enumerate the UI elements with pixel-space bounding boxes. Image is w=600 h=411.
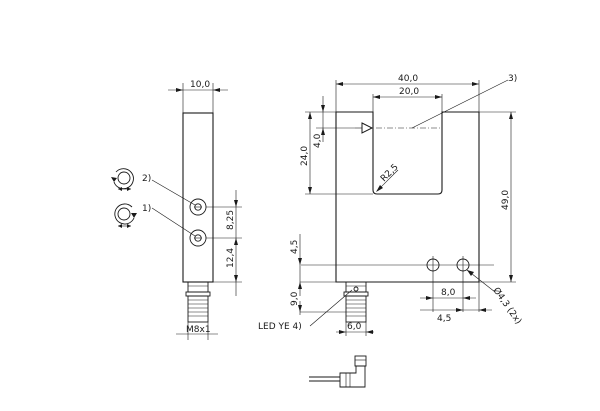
front-view: 40,0 20,0 3) 24,0 4,0 R2,5 49,0 (258, 74, 524, 336)
slot-offset-label: 4,0 (313, 133, 323, 148)
rotate-clockwise-icon (111, 168, 134, 191)
hole-edge-label: 4,5 (437, 314, 451, 324)
side-view: 10,0 8,25 12,4 2) 1) (111, 80, 242, 340)
side-dim-lower-label: 12,4 (226, 248, 236, 268)
callout-3: 3) (508, 74, 517, 84)
rotate-counterclockwise-icon (114, 203, 137, 228)
angled-connector-icon (309, 355, 367, 388)
slot-depth-label: 24,0 (300, 146, 310, 166)
slot-width-label: 20,0 (399, 87, 419, 97)
front-view-outline (335, 111, 480, 283)
top-width-label: 40,0 (398, 74, 418, 84)
front-connector (343, 281, 369, 323)
hole-offset-label: 4,5 (290, 240, 300, 254)
led-indicator (353, 286, 359, 292)
height-label: 49,0 (501, 190, 511, 210)
led-label: LED YE 4) (258, 322, 302, 332)
callout-2: 2) (142, 174, 151, 184)
bottom-offset-label: 9,0 (290, 291, 300, 306)
side-width-label: 10,0 (190, 80, 210, 90)
side-connector (185, 281, 211, 323)
connector-width-label: 6,0 (347, 322, 362, 332)
hole-spacing-label: 8,0 (441, 288, 456, 298)
connector-label: M8x1 (186, 325, 211, 335)
radius-label: R2,5 (379, 162, 401, 184)
side-view-body (182, 112, 214, 283)
hole-diameter-label: Ø4,3 (2x) (491, 285, 524, 326)
callout-1: 1) (142, 204, 151, 214)
side-dim-upper-label: 8,25 (226, 210, 236, 230)
